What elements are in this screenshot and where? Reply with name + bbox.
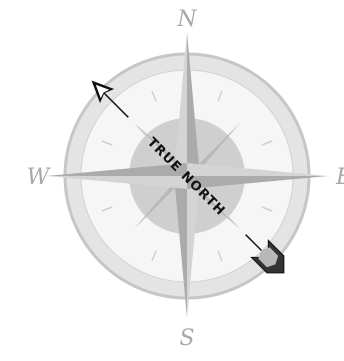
label-north: N <box>176 7 197 32</box>
label-west: W <box>27 165 52 190</box>
label-south: S <box>179 326 194 351</box>
label-east: E <box>335 165 344 190</box>
